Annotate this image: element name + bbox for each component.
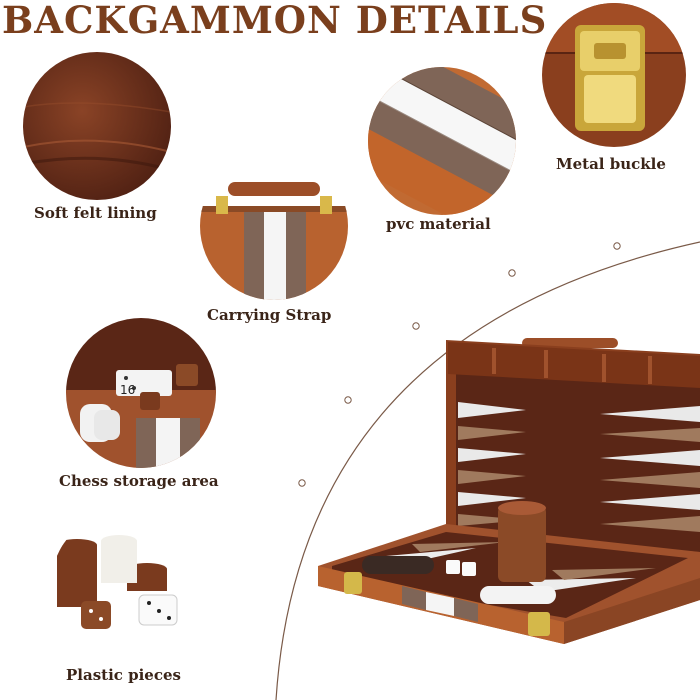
metal-buckle-icon [542, 3, 686, 147]
pvc-label: pvc material [386, 215, 491, 233]
pieces-label: Plastic pieces [66, 666, 181, 684]
pvc-stripes-icon [368, 67, 516, 215]
carrying-strap-icon [200, 152, 348, 300]
buckle-label: Metal buckle [556, 155, 666, 173]
arc-dot [344, 396, 352, 404]
felt-texture-icon [23, 52, 171, 200]
strap-label: Carrying Strap [207, 306, 332, 324]
lid-points-left [458, 402, 526, 526]
backgammon-case-illustration [318, 338, 700, 644]
arc-dot [613, 242, 621, 250]
doubling-cube-text: 16 [120, 383, 135, 397]
felt-label: Soft felt lining [34, 204, 157, 222]
arc-dot [412, 322, 420, 330]
storage-label: Chess storage area [59, 472, 219, 490]
checkers-and-dice-icon [51, 511, 199, 659]
page-title: BACKGAMMON DETAILS [2, 0, 548, 42]
arc-dot [298, 479, 306, 487]
storage-compartment-icon: 16 [66, 318, 216, 468]
lid-points-right [600, 406, 700, 532]
arc-dot [508, 269, 516, 277]
